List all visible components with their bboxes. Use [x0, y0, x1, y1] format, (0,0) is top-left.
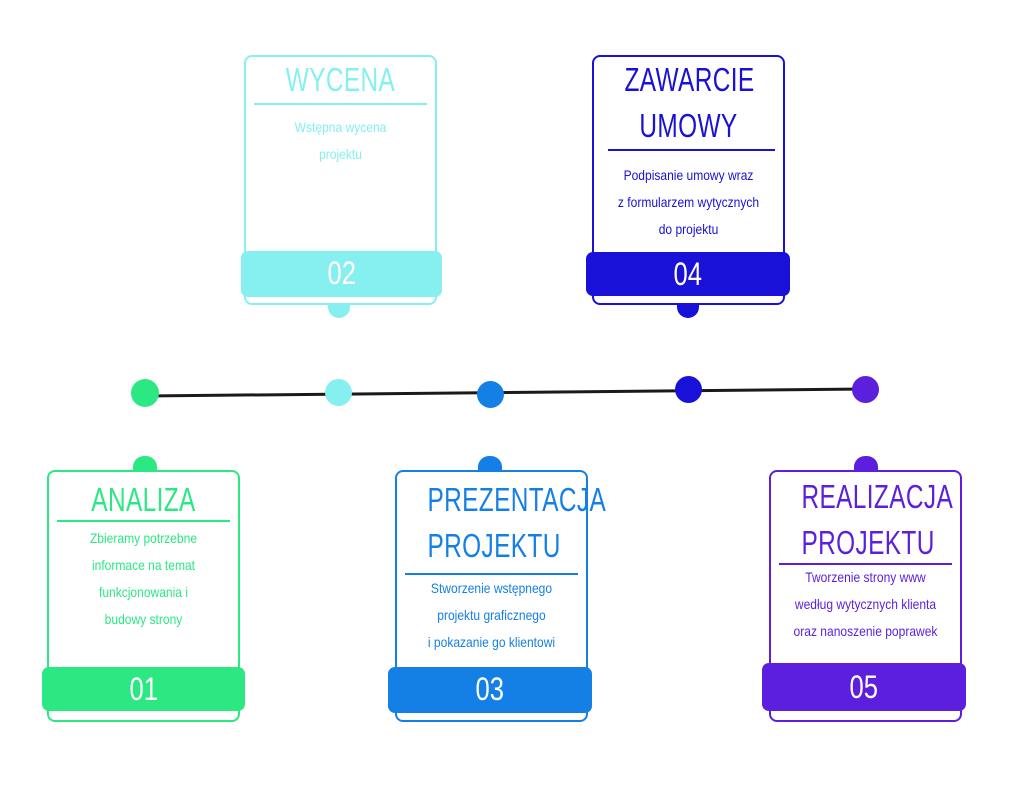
step-number-04: 04 — [586, 252, 790, 296]
step-description: Podpisanie umowy wraz z formularzem wyty… — [617, 167, 760, 237]
step-title: WYCENA — [285, 61, 396, 98]
title-divider — [608, 149, 775, 151]
step-title: ANALIZA — [91, 481, 196, 518]
timeline-dot-1 — [131, 379, 159, 407]
title-divider — [57, 520, 230, 522]
card-tab-5 — [854, 456, 878, 472]
step-number-01: 01 — [42, 667, 245, 711]
card-tab-3 — [478, 456, 502, 472]
step-title: REALIZACJA PROJEKTU — [801, 478, 954, 561]
step-description: Wstępna wycena projektu — [294, 119, 387, 162]
timeline-dot-5 — [852, 376, 879, 403]
card-tab-1 — [133, 456, 157, 472]
step-number-02: 02 — [241, 251, 442, 297]
step-description: Zbieramy potrzebne informace na temat fu… — [89, 530, 198, 627]
step-description: Stworzenie wstępnego projektu graficzneg… — [427, 580, 556, 650]
timeline-dot-3 — [477, 381, 504, 408]
title-divider — [405, 573, 578, 575]
timeline-dot-4 — [675, 376, 702, 403]
step-number-05: 05 — [762, 663, 966, 711]
timeline-dot-2 — [325, 379, 352, 406]
step-description: Tworzenie strony www według wytycznych k… — [793, 569, 938, 639]
title-divider — [254, 103, 427, 105]
step-number-03: 03 — [388, 667, 592, 713]
step-title: ZAWARCIE UMOWY — [624, 61, 755, 144]
title-divider — [779, 563, 952, 565]
step-title: PREZENTACJA PROJEKTU — [427, 481, 607, 564]
